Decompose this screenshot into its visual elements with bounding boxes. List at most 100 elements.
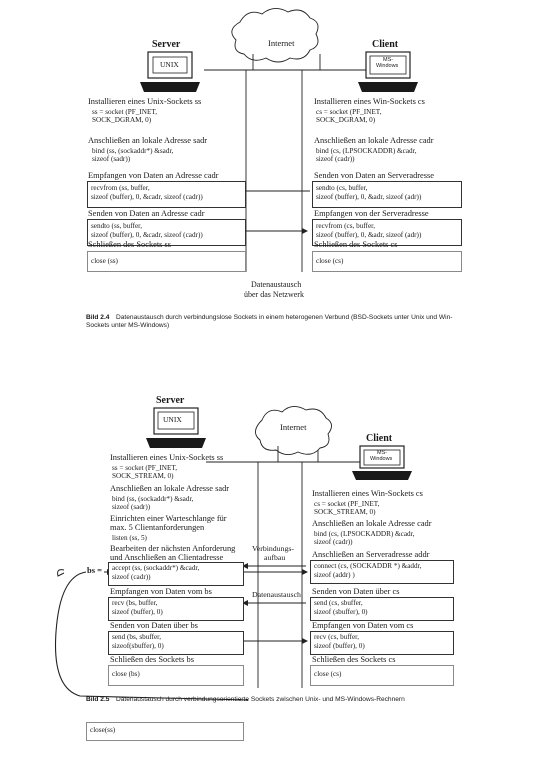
step-code: listen (ss, 5): [112, 534, 147, 542]
step-code: connect (cs, (SOCKADDR *) &addr,: [314, 562, 422, 570]
client-os-label: MS-: [377, 450, 388, 456]
client-title: Client: [372, 39, 399, 50]
step-header: Einrichten einer Warteschlange für: [110, 514, 227, 523]
step-code: sendto (ss, buffer,: [91, 222, 143, 230]
connect-label: Verbindungs-: [252, 544, 295, 553]
step-code: close (bs): [112, 670, 140, 678]
step-code: close (cs): [316, 257, 344, 265]
step-code: cs = socket (PF_INET,: [316, 108, 382, 116]
step-code: bind (cs, (LPSOCKADDR) &cadr,: [316, 147, 417, 155]
step-header: Anschließen an lokale Adresse sadr: [110, 484, 230, 493]
internet-label: Internet: [268, 38, 295, 48]
step-header: Empfangen von Daten vom bs: [110, 587, 212, 596]
step-code: sizeof (buffer), 0, &adr, sizeof (adr)): [316, 231, 422, 239]
exchange-label: Datenaustausch: [252, 590, 301, 599]
step-code: sizeof (buffer), 0, &adr, sizeof (adr)): [316, 193, 422, 201]
step-code: sizeof(sbuffer), 0): [112, 642, 164, 650]
handwritten-loop-arrow: [54, 571, 249, 701]
step-code: SOCK_DGRAM, 0): [92, 116, 152, 124]
step-code: sizeof (sadr)): [112, 503, 151, 511]
client-title: Client: [366, 433, 393, 444]
step-header: Anschließen an lokale Adresse cadr: [314, 136, 434, 145]
code-box: [86, 722, 244, 741]
step-code: send (cs, sbuffer,: [314, 599, 363, 607]
step-code: close (ss): [91, 257, 118, 265]
step-code: SOCK_STREAM, 0): [112, 472, 174, 480]
step-code: sizeof (buffer), 0): [112, 608, 163, 616]
step-code: sizeof (cadr)): [316, 155, 355, 163]
code-box: [310, 560, 454, 584]
step-header: Installieren eines Win-Sockets cs: [312, 489, 423, 498]
exchange-label: über das Netzwerk: [244, 290, 304, 299]
step-header: und Anschließen an Clientadresse: [110, 553, 224, 562]
step-code: close (cs): [314, 670, 342, 678]
step-code: SOCK_DGRAM, 0): [316, 116, 376, 124]
step-header: Schließen des Sockets bs: [110, 655, 194, 664]
step-code: bind (ss, (sockaddr*) &sadr,: [112, 495, 194, 503]
code-box: [312, 219, 462, 246]
server-title: Server: [152, 39, 181, 50]
step-code: recvfrom (cs, buffer,: [316, 222, 376, 230]
step-header: Senden von Daten über bs: [110, 621, 198, 630]
exchange-label: Datenaustausch: [251, 280, 302, 289]
server-os-label: UNIX: [160, 60, 179, 69]
server-title: Server: [156, 395, 185, 406]
step-header: Anschließen an lokale Adresse cadr: [312, 519, 432, 528]
code-box: [312, 251, 462, 272]
step-code: sizeof (cadr)): [314, 538, 353, 546]
client-os-label: MS-: [383, 57, 394, 63]
step-header: Installieren eines Unix-Sockets ss: [88, 97, 202, 106]
step-header: Schließen des Sockets cs: [312, 655, 396, 664]
step-code: cs = socket (PF_INET,: [314, 500, 380, 508]
code-box: [312, 181, 462, 208]
step-code: sizeof (buffer), 0, &cadr, sizeof (cadr)…: [91, 231, 203, 239]
step-header: Empfangen von der Serveradresse: [314, 209, 429, 218]
step-code: sizeof (addr) ): [314, 571, 355, 579]
step-code: recv (cs, buffer,: [314, 633, 360, 641]
step-code: bind (cs, (LPSOCKADDR) &cadr,: [314, 530, 415, 538]
client-os-label: Windows: [370, 456, 393, 462]
step-header: Installieren eines Unix-Sockets ss: [110, 453, 224, 462]
internet-label: Internet: [280, 422, 307, 432]
caption-text: Datenaustausch durch verbindungsorientie…: [116, 696, 405, 703]
step-code: send (bs, sbuffer,: [112, 633, 162, 641]
step-code: bind (ss, (sockaddr*) &sadr,: [92, 147, 174, 155]
bs-label: bs =: [87, 565, 103, 575]
step-header: Senden von Daten über cs: [312, 587, 400, 596]
caption-label: Bild 2.4: [86, 314, 110, 321]
code-box: [108, 631, 244, 655]
step-code: sizeof (cadr)): [112, 573, 151, 581]
step-code: sizeof (buffer), 0, &cadr, sizeof (cadr)…: [91, 193, 203, 201]
step-header: Empfangen von Daten vom cs: [312, 621, 414, 630]
step-header: Senden von Daten an Serveradresse: [314, 171, 434, 180]
code-box: [87, 219, 246, 246]
code-box: [108, 562, 244, 586]
step-header: Schließen des Sockets cs: [314, 240, 398, 249]
code-box: [87, 181, 246, 208]
code-box: [108, 597, 244, 621]
step-header: Senden von Daten an Adresse cadr: [88, 209, 205, 218]
step-header: max. 5 Clientanforderungen: [110, 523, 205, 532]
code-box: [108, 665, 244, 686]
step-code: ss = socket (PF_INET,: [92, 108, 158, 116]
step-code: sizeof (sbuffer), 0): [314, 608, 368, 616]
step-code: close(ss): [90, 726, 116, 734]
code-box: [87, 251, 246, 272]
step-code: SOCK_STREAM, 0): [314, 508, 376, 516]
step-code: accept (ss, (sockaddr*) &cadr,: [112, 564, 200, 572]
server-os-label: UNIX: [163, 415, 182, 424]
step-code: sizeof (sadr)): [92, 155, 131, 163]
step-header: Anschließen an lokale Adresse sadr: [88, 136, 208, 145]
code-box: [310, 665, 454, 686]
step-header: Anschließen an Serveradresse addr: [312, 550, 430, 559]
code-box: [310, 597, 454, 621]
caption-text: Datenaustausch durch verbindungslose Soc…: [86, 314, 453, 330]
step-code: sizeof (buffer), 0): [314, 642, 365, 650]
step-code: sendto (cs, buffer,: [316, 184, 368, 192]
step-code: recv (bs, buffer,: [112, 599, 158, 607]
step-header: Bearbeiten der nächsten Anforderung: [110, 544, 236, 553]
step-header: Schließen des Sockets ss: [88, 240, 172, 249]
step-code: recvfrom (ss, buffer,: [91, 184, 150, 192]
client-os-label: Windows: [376, 63, 399, 69]
